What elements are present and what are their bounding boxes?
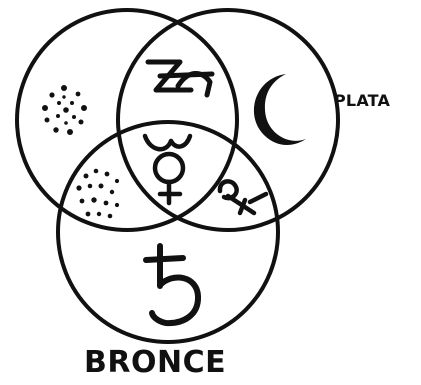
saturn-icon [146, 246, 198, 323]
label-bronce: BRONCE [84, 348, 226, 378]
venus-cross-icon [220, 181, 266, 213]
crescent-moon-icon [254, 74, 306, 145]
label-plata: PLATA [334, 93, 390, 109]
dotted-cluster-icon [76, 169, 119, 219]
dotted-sun-icon [42, 85, 87, 135]
jupiter-glyph-icon [148, 62, 212, 95]
circle-left [17, 10, 237, 230]
mercury-venus-glyph-icon [145, 136, 190, 203]
